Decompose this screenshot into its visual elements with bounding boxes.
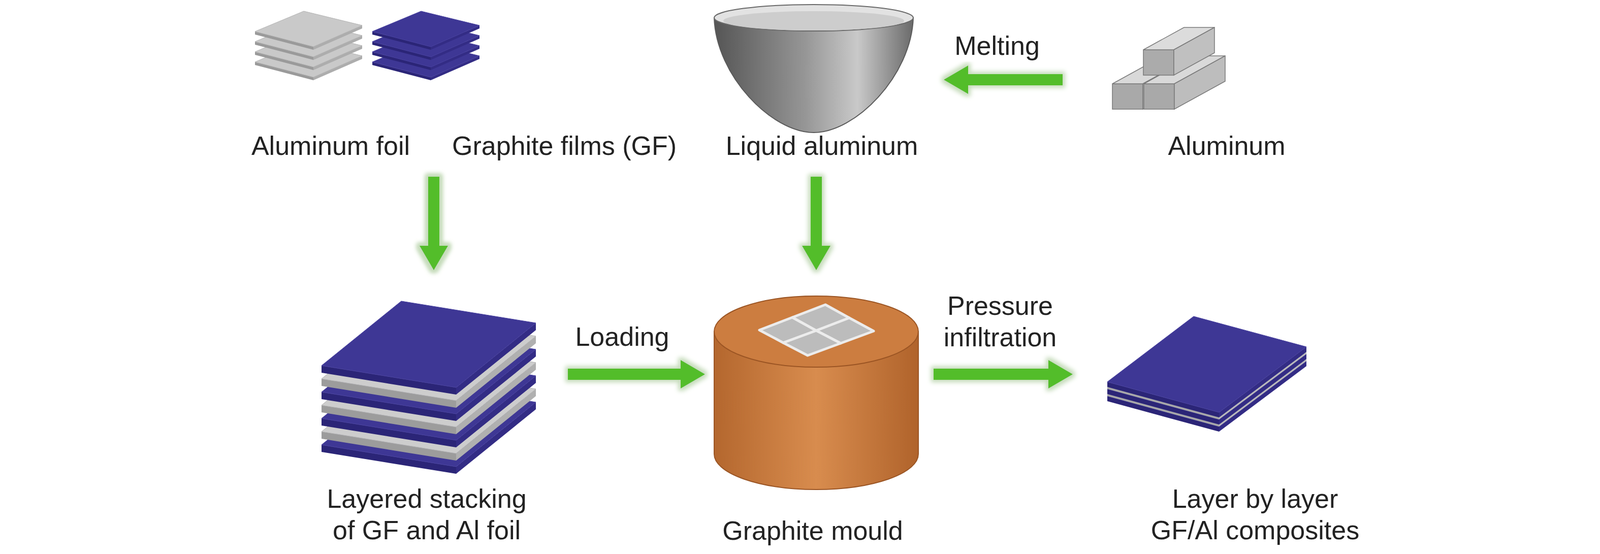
flow-arrow [567,360,706,389]
step-action-label: Pressure infiltration [936,290,1065,354]
step-node: Aluminum [1066,7,1293,173]
graphite-film-stack [372,11,480,81]
graphite-layer [1107,316,1307,418]
ingot [1143,27,1215,76]
aluminum-ingots [1112,27,1226,110]
flow-arrow [419,176,448,271]
step-node: Layer by layer GF/Al composites [1076,284,1382,549]
graphite-sheet [321,301,536,395]
step-node: Liquid aluminum [709,2,940,173]
step-label: Liquid aluminum [725,130,919,162]
step-label: Aluminum [1167,130,1286,162]
layered-stack [321,301,536,474]
crucible-rim [714,4,914,31]
aluminum-foil-stack [254,11,363,81]
mould-top [714,296,919,368]
flow-arrow [933,360,1073,389]
flow-arrow [419,176,448,271]
step-node: Graphite films (GF) [365,7,691,173]
step-node: Aluminum foil [238,7,440,173]
step-node: Graphite mould [709,274,930,549]
arrow-shape [933,360,1073,389]
step-label: Layer by layer GF/Al composites [1136,483,1374,547]
crucible-body [714,17,914,133]
arrow-shape [943,65,1063,94]
step-label: Aluminum foil [251,130,410,162]
step-action-label: Loading [571,321,672,353]
arrow-shape [567,360,706,389]
foil-sheet [254,11,363,50]
step-label: Graphite films (GF) [452,130,677,162]
step-label: Layered stacking of GF and Al foil [322,483,531,547]
molten-surface [723,11,905,31]
arrow-shape [419,176,448,271]
arrow-shape [419,176,448,271]
graphite-mould [714,296,919,490]
step-node: Layered stacking of GF and Al foil [314,274,564,549]
composite-plate [1107,316,1307,432]
step-label: Graphite mould [722,515,904,547]
flow-arrow [943,65,1063,94]
flow-arrow [802,176,831,271]
graphite-sheet [372,11,480,50]
arrow-shape [802,176,831,271]
step-action-label: Melting [951,29,1043,62]
crucible [714,4,914,133]
mould-cavities [759,304,874,356]
